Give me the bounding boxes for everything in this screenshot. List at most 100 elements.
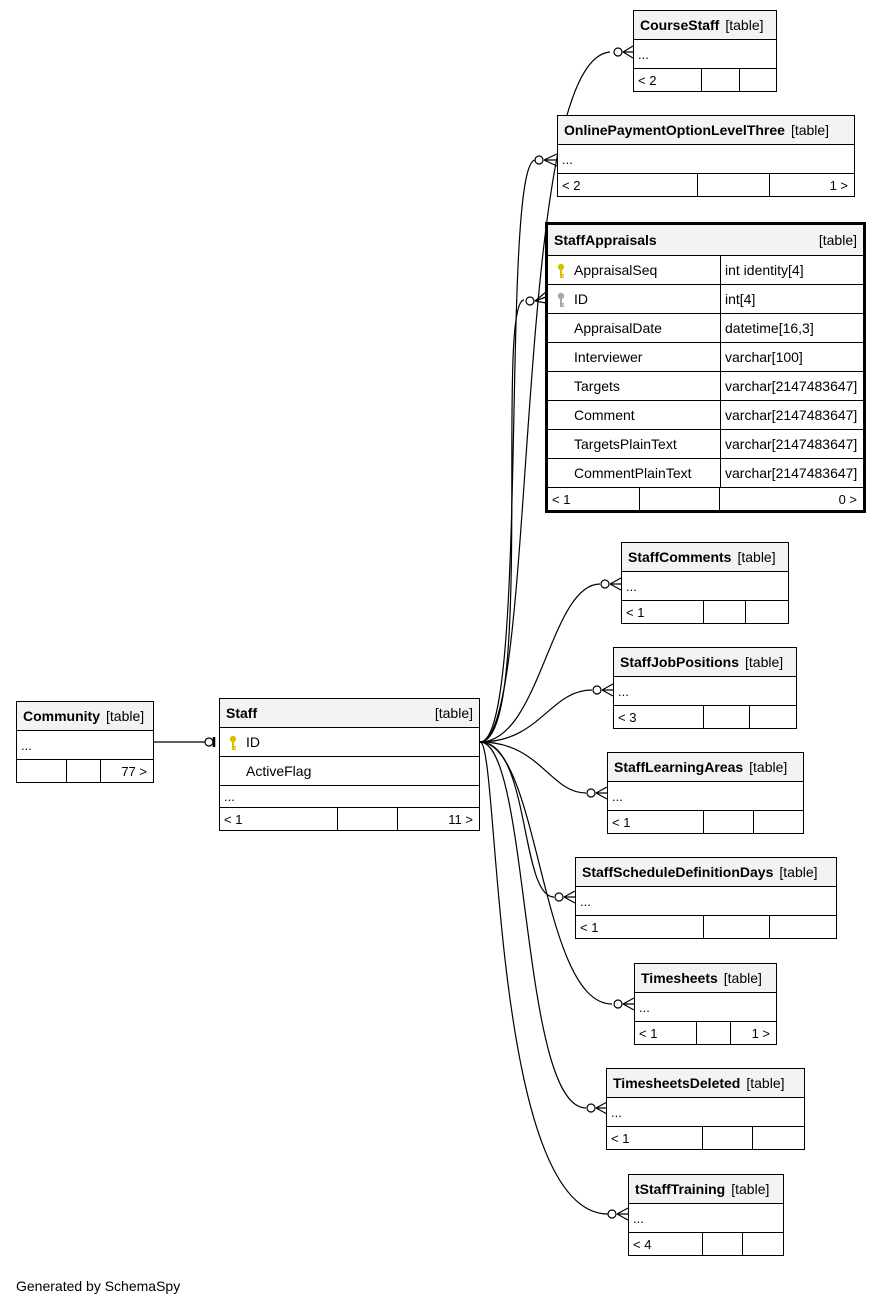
table-staffjobpositions[interactable]: StaffJobPositions [table] ... < 3 <box>613 647 797 729</box>
table-community[interactable]: Community [table] ... 77 > <box>16 701 154 783</box>
child-count: 11 > <box>448 811 473 827</box>
generated-by-note: Generated by SchemaSpy <box>16 1278 181 1294</box>
table-footer: 77 > <box>17 760 153 782</box>
column-row-interviewer[interactable]: Interviewer varchar[100] <box>548 343 863 372</box>
table-footer: < 1 <box>608 811 803 833</box>
table-type: [table] <box>434 705 473 721</box>
table-staffcomments[interactable]: StaffComments [table] ... < 1 <box>621 542 789 624</box>
edge-staff-stafflearningareas <box>479 741 587 794</box>
table-coursestaff[interactable]: CourseStaff [table] ... < 2 <box>633 10 777 92</box>
parent-count: < 1 <box>576 916 704 938</box>
table-type: [table] <box>818 232 857 248</box>
child-count <box>770 916 836 938</box>
table-header: StaffAppraisals [table] <box>548 225 863 256</box>
column-type: varchar[2147483647] <box>720 401 863 429</box>
table-name[interactable]: StaffScheduleDefinitionDays <box>582 864 774 880</box>
table-type: [table] <box>723 970 762 986</box>
column-name: Comment <box>574 407 635 423</box>
table-timesheetsdeleted[interactable]: TimesheetsDeleted [table] ... < 1 <box>606 1068 805 1150</box>
column-count <box>67 760 101 782</box>
ellipsis-row: ... <box>576 887 836 916</box>
parent-count: < 1 <box>635 1022 697 1044</box>
table-header: StaffLearningAreas [table] <box>608 753 803 782</box>
column-row-commentplaintext[interactable]: CommentPlainText varchar[2147483647] <box>548 459 863 488</box>
column-count <box>704 706 750 728</box>
table-name[interactable]: Staff <box>226 705 258 721</box>
table-type: [table] <box>779 864 818 880</box>
column-count <box>704 601 746 623</box>
column-row-targetsplaintext[interactable]: TargetsPlainText varchar[2147483647] <box>548 430 863 459</box>
table-type: [table] <box>746 1075 785 1091</box>
child-count: 1 > <box>751 1025 770 1041</box>
column-row-appraisaldate[interactable]: AppraisalDate datetime[16,3] <box>548 314 863 343</box>
table-header: StaffJobPositions [table] <box>614 648 796 677</box>
column-count <box>698 174 770 196</box>
child-count <box>750 706 796 728</box>
column-name: CommentPlainText <box>574 465 692 481</box>
column-row-comment[interactable]: Comment varchar[2147483647] <box>548 401 863 430</box>
table-name[interactable]: tStaffTraining <box>635 1181 726 1197</box>
column-row-id[interactable]: ID <box>220 728 479 757</box>
ellipsis-row: ... <box>220 786 479 808</box>
column-name: TargetsPlainText <box>574 436 677 452</box>
table-header: StaffComments [table] <box>622 543 788 572</box>
table-header: StaffScheduleDefinitionDays [table] <box>576 858 836 887</box>
ellipsis-row: ... <box>622 572 788 601</box>
column-count <box>338 808 398 830</box>
key-icon <box>557 263 565 278</box>
table-footer: < 2 <box>634 69 776 91</box>
table-name[interactable]: StaffComments <box>628 549 732 565</box>
table-onlinepaymentoptionlevelthree[interactable]: OnlinePaymentOptionLevelThree [table] ..… <box>557 115 855 197</box>
parent-count: < 4 <box>629 1233 703 1255</box>
edge-staff-staffcomments <box>479 583 601 743</box>
column-count <box>704 916 770 938</box>
column-row-activeflag[interactable]: ActiveFlag <box>220 757 479 786</box>
table-name[interactable]: TimesheetsDeleted <box>613 1075 741 1091</box>
table-tstafftraining[interactable]: tStaffTraining [table] ... < 4 <box>628 1174 784 1256</box>
table-staffappraisals[interactable]: StaffAppraisals [table] AppraisalSeq int… <box>545 222 866 513</box>
table-name[interactable]: Community <box>23 708 100 724</box>
column-row-targets[interactable]: Targets varchar[2147483647] <box>548 372 863 401</box>
table-name[interactable]: StaffJobPositions <box>620 654 740 670</box>
child-count <box>754 811 803 833</box>
table-header: Community [table] <box>17 702 153 731</box>
table-type: [table] <box>731 1181 770 1197</box>
ellipsis-row: ... <box>614 677 796 706</box>
ellipsis-row: ... <box>558 145 854 174</box>
column-row-id[interactable]: ID int[4] <box>548 285 863 314</box>
table-footer: < 4 <box>629 1233 783 1255</box>
column-name: Targets <box>574 378 620 394</box>
table-name[interactable]: OnlinePaymentOptionLevelThree <box>564 122 785 138</box>
table-footer: < 3 <box>614 706 796 728</box>
table-footer: < 1 1 > <box>635 1022 776 1044</box>
column-count <box>704 811 754 833</box>
column-name: ID <box>574 291 588 307</box>
column-type: int[4] <box>720 285 863 313</box>
table-footer: < 1 <box>576 916 836 938</box>
column-name: ActiveFlag <box>246 763 312 779</box>
table-timesheets[interactable]: Timesheets [table] ... < 1 1 > <box>634 963 777 1045</box>
column-name: Interviewer <box>574 349 643 365</box>
column-type: varchar[100] <box>720 343 863 371</box>
edge-staff-staffappraisals <box>479 299 525 743</box>
table-staff[interactable]: Staff [table] ID ActiveFlag ... < 1 11 > <box>219 698 480 831</box>
table-name[interactable]: StaffLearningAreas <box>614 759 744 775</box>
table-footer: < 1 <box>607 1127 804 1149</box>
table-name[interactable]: StaffAppraisals <box>554 232 657 248</box>
ellipsis-row: ... <box>608 782 803 811</box>
table-footer: < 1 <box>622 601 788 623</box>
column-type: varchar[2147483647] <box>720 372 863 400</box>
table-staffscheduledefinitiondays[interactable]: StaffScheduleDefinitionDays [table] ... … <box>575 857 837 939</box>
table-stafflearningareas[interactable]: StaffLearningAreas [table] ... < 1 <box>607 752 804 834</box>
column-count <box>697 1022 731 1044</box>
column-count <box>703 1233 743 1255</box>
table-type: [table] <box>106 708 145 724</box>
table-name[interactable]: Timesheets <box>641 970 718 986</box>
column-row-appraisalseq[interactable]: AppraisalSeq int identity[4] <box>548 256 863 285</box>
foreign-key-icon <box>557 292 565 307</box>
table-name[interactable]: CourseStaff <box>640 17 720 33</box>
column-name: ID <box>246 734 260 750</box>
key-icon <box>229 735 237 750</box>
edge-staff-timesheetsdeleted <box>479 741 587 1109</box>
table-header: TimesheetsDeleted [table] <box>607 1069 804 1098</box>
